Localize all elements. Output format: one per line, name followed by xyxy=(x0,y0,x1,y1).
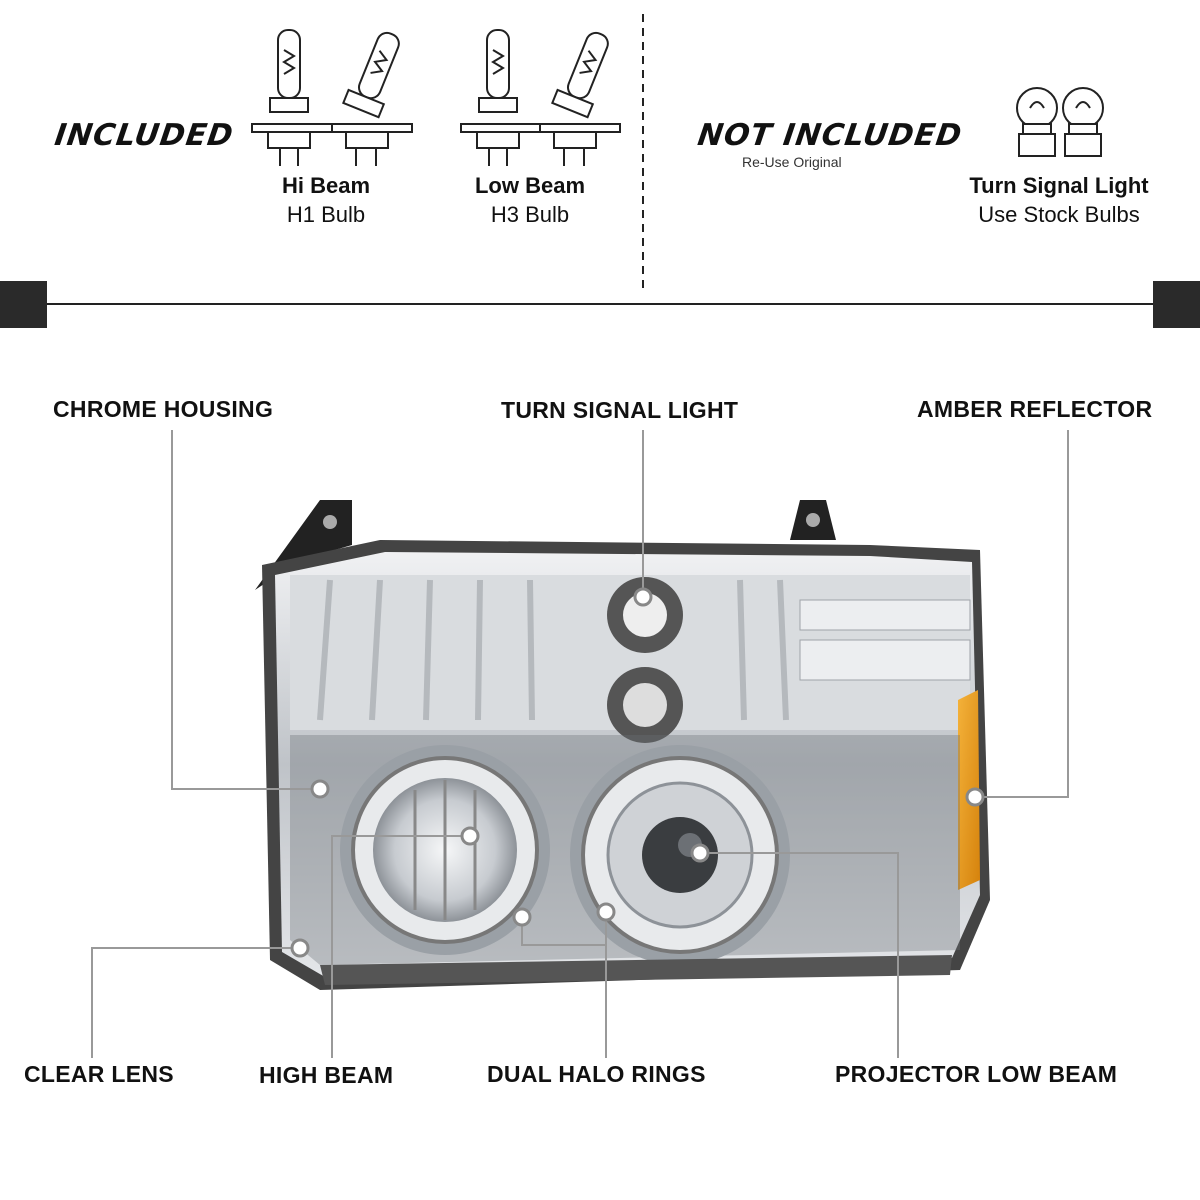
callout-turn-signal-light: TURN SIGNAL LIGHT xyxy=(501,397,739,423)
turn-signal-title: Turn Signal Light xyxy=(969,173,1149,198)
left-block xyxy=(0,281,47,328)
callout-clear-lens: CLEAR LENS xyxy=(24,1061,174,1087)
hi-beam-bulb: H1 Bulb xyxy=(286,202,366,227)
dot-chrome-housing xyxy=(310,779,330,799)
callout-high-beam: HIGH BEAM xyxy=(259,1062,394,1088)
amber-reflector-shape xyxy=(958,690,980,890)
housing-inner xyxy=(275,552,980,977)
callout-projector-low-beam: PROJECTOR LOW BEAM xyxy=(835,1061,1118,1087)
callout-amber-reflector: AMBER REFLECTOR xyxy=(917,396,1153,422)
dot-turn-signal xyxy=(633,587,653,607)
callout-chrome-housing: CHROME HOUSING xyxy=(53,396,274,422)
turn-signal-bulb: Use Stock Bulbs xyxy=(978,202,1140,227)
dot-high-beam xyxy=(460,826,480,846)
leader-clear-lens xyxy=(91,947,300,1058)
not-included-label: NOT INCLUDED xyxy=(695,118,965,153)
h3-bulb-icon xyxy=(460,29,621,166)
low-beam-title: Low Beam xyxy=(474,173,586,198)
dot-clear-lens xyxy=(290,938,310,958)
not-included-note: Re-Use Original xyxy=(742,154,842,170)
leader-projector xyxy=(700,852,899,1058)
leader-amber-reflector xyxy=(975,430,1069,798)
dot-halo-1 xyxy=(512,907,532,927)
turn-signal-bulb-icon xyxy=(1016,87,1104,157)
low-beam-bulb: H3 Bulb xyxy=(490,202,570,227)
mount-bracket-right xyxy=(790,500,836,540)
housing-outer xyxy=(262,540,990,990)
dot-halo-2 xyxy=(596,902,616,922)
leader-high-beam xyxy=(331,835,470,1058)
dot-projector xyxy=(690,843,710,863)
projector-ring xyxy=(570,745,790,965)
mount-bracket-left xyxy=(255,500,352,590)
included-label: INCLUDED xyxy=(52,118,236,153)
right-block xyxy=(1153,281,1200,328)
leader-dual-halo xyxy=(521,917,607,1058)
high-beam-ring xyxy=(340,745,550,955)
leader-chrome-housing xyxy=(171,430,320,790)
h1-bulb-icon xyxy=(251,29,413,166)
dot-amber-reflector xyxy=(965,787,985,807)
callout-dual-halo-rings: DUAL HALO RINGS xyxy=(487,1061,706,1087)
hi-beam-title: Hi Beam xyxy=(281,173,371,198)
